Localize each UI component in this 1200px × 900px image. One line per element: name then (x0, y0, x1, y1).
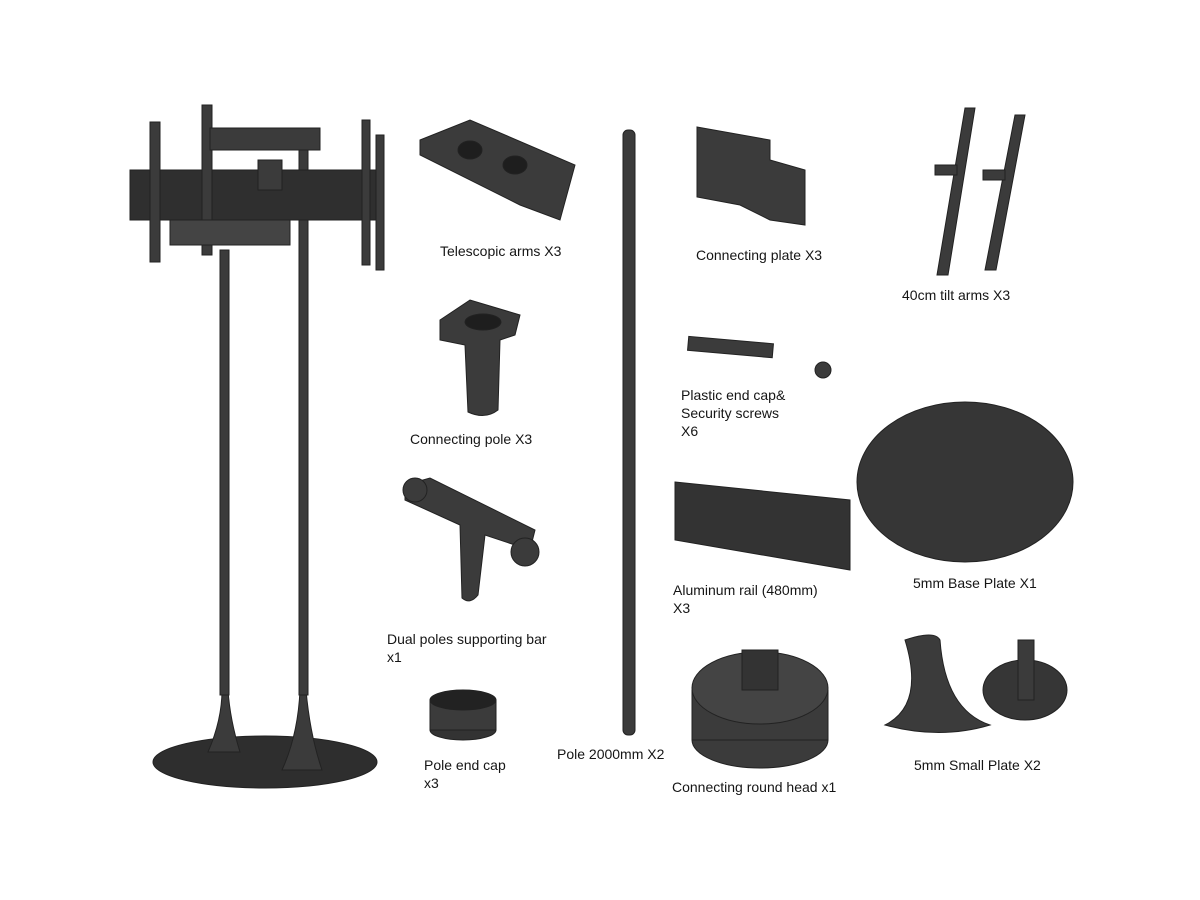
label-line: Security screws (681, 405, 780, 421)
plastic-end-cap-part (687, 335, 774, 359)
connecting-plate-part (696, 126, 806, 226)
label-line: Aluminum rail (480mm) (673, 582, 818, 598)
label-line: Plastic end cap& (681, 387, 786, 403)
aluminum-rail-part (674, 481, 851, 571)
aluminum-rail-label: Aluminum rail (480mm) X3 (673, 581, 818, 617)
base-plate-label: 5mm Base Plate X1 (913, 575, 1037, 591)
dual-poles-bar-label: Dual poles supporting bar x1 (387, 630, 547, 666)
telescopic-arms-part (419, 119, 576, 221)
pole-end-cap-label: Pole end cap x3 (424, 756, 506, 792)
label-line: Pole end cap (424, 757, 506, 773)
tilt-arms-label: 40cm tilt arms X3 (902, 287, 1011, 303)
round-head-part (691, 649, 829, 769)
pole-part (622, 129, 636, 736)
label-line: X6 (681, 423, 699, 439)
telescopic-arms-label: Telescopic arms X3 (440, 243, 562, 259)
dual-poles-bar-part (402, 477, 540, 602)
pole-label: Pole 2000mm X2 (557, 746, 665, 762)
connecting-pole-label: Connecting pole X3 (410, 431, 533, 447)
small-plate-label: 5mm Small Plate X2 (914, 757, 1041, 773)
tilt-arms-part (934, 107, 1026, 276)
security-screw-part (814, 361, 832, 379)
label-line: Dual poles supporting bar (387, 631, 547, 647)
connecting-pole-part (439, 299, 521, 416)
assembled-stand (129, 104, 385, 789)
label-line: x3 (424, 775, 439, 791)
label-line: X3 (673, 600, 691, 616)
small-plate-part (883, 634, 1068, 733)
round-head-label: Connecting round head x1 (672, 779, 837, 795)
plastic-end-cap-label: Plastic end cap& Security screws X6 (681, 386, 785, 440)
label-line: x1 (387, 649, 402, 665)
connecting-plate-label: Connecting plate X3 (696, 247, 823, 263)
base-plate-part (856, 401, 1074, 563)
pole-end-cap-part (429, 689, 497, 741)
